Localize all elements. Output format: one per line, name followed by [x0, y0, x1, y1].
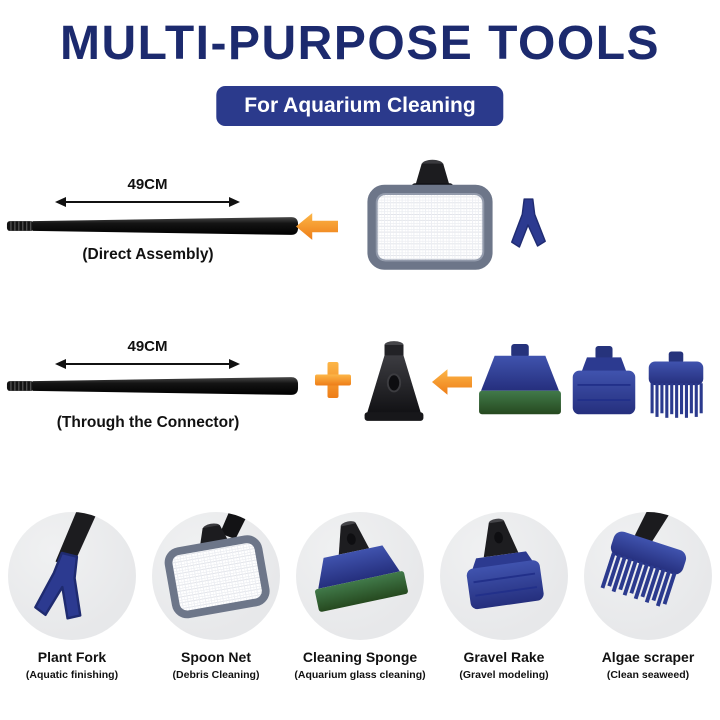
- gravel-rake-photo: [440, 512, 568, 640]
- product-card-gravel-rake: Gravel Rake (Gravel modeling): [432, 512, 576, 681]
- product-desc: (Aquarium glass cleaning): [294, 669, 426, 681]
- gravel-rake-icon: [466, 518, 544, 610]
- subtitle-banner: For Aquarium Cleaning: [216, 86, 504, 126]
- spoon-net-icon: [367, 159, 493, 270]
- subtitle-text: For Aquarium Cleaning: [244, 94, 476, 117]
- connector-assembly-caption: (Through the Connector): [56, 414, 240, 431]
- spoon-net-icon: [164, 512, 270, 619]
- product-name: Spoon Net: [181, 649, 251, 665]
- algae-scraper-photo: [584, 512, 712, 640]
- connector-attachment-icon: [364, 341, 424, 421]
- pole-thread: [10, 221, 32, 231]
- product-desc: (Gravel modeling): [459, 669, 549, 681]
- comb-teeth: [600, 552, 677, 607]
- orange-arrow-left-icon: [432, 369, 472, 395]
- product-gallery: Plant Fork (Aquatic finishing) Spoon Net…: [0, 512, 720, 681]
- orange-arrow-left-icon: [296, 213, 338, 240]
- product-desc: (Aquatic finishing): [25, 669, 119, 681]
- pole-thread: [10, 381, 32, 391]
- plant-fork-icon: [511, 198, 546, 248]
- product-card-algae-scraper: Algae scraper (Clean seaweed): [576, 512, 720, 681]
- product-card-plant-fork: Plant Fork (Aquatic finishing): [0, 512, 144, 681]
- dimension-arrow-icon: [55, 359, 240, 369]
- cleaning-sponge-icon: [315, 521, 408, 612]
- cleaning-sponge-photo: [296, 512, 424, 640]
- plant-fork-photo: [8, 512, 136, 640]
- product-desc: (Debris Cleaning): [172, 669, 260, 681]
- algae-scraper-icon: [600, 512, 687, 607]
- telescopic-pole-icon: [6, 377, 299, 395]
- spoon-net-photo: [152, 512, 280, 640]
- product-card-cleaning-sponge: Cleaning Sponge (Aquarium glass cleaning…: [288, 512, 432, 681]
- comb-teeth: [650, 383, 703, 418]
- telescopic-pole-icon: [6, 217, 299, 235]
- cleaning-sponge-icon: [479, 344, 561, 415]
- dimension-arrow-icon: [55, 197, 240, 207]
- algae-scraper-icon: [648, 351, 704, 418]
- product-card-spoon-net: Spoon Net (Debris Cleaning): [144, 512, 288, 681]
- length-measure-direct: 49CM: [55, 176, 240, 213]
- length-label: 49CM: [127, 176, 168, 193]
- page-title: MULTI-PURPOSE TOOLS: [59, 17, 661, 70]
- direct-assembly-caption: (Direct Assembly): [82, 246, 214, 263]
- product-name: Algae scraper: [601, 649, 695, 665]
- gravel-rake-icon: [572, 346, 636, 415]
- plant-fork-icon: [34, 512, 98, 620]
- product-name: Plant Fork: [37, 649, 107, 665]
- plus-icon: [315, 362, 351, 398]
- length-measure-connector: 49CM: [55, 338, 240, 375]
- length-label: 49CM: [127, 338, 168, 355]
- product-desc: (Clean seaweed): [606, 669, 690, 681]
- product-name: Cleaning Sponge: [302, 649, 418, 665]
- product-name: Gravel Rake: [463, 649, 545, 665]
